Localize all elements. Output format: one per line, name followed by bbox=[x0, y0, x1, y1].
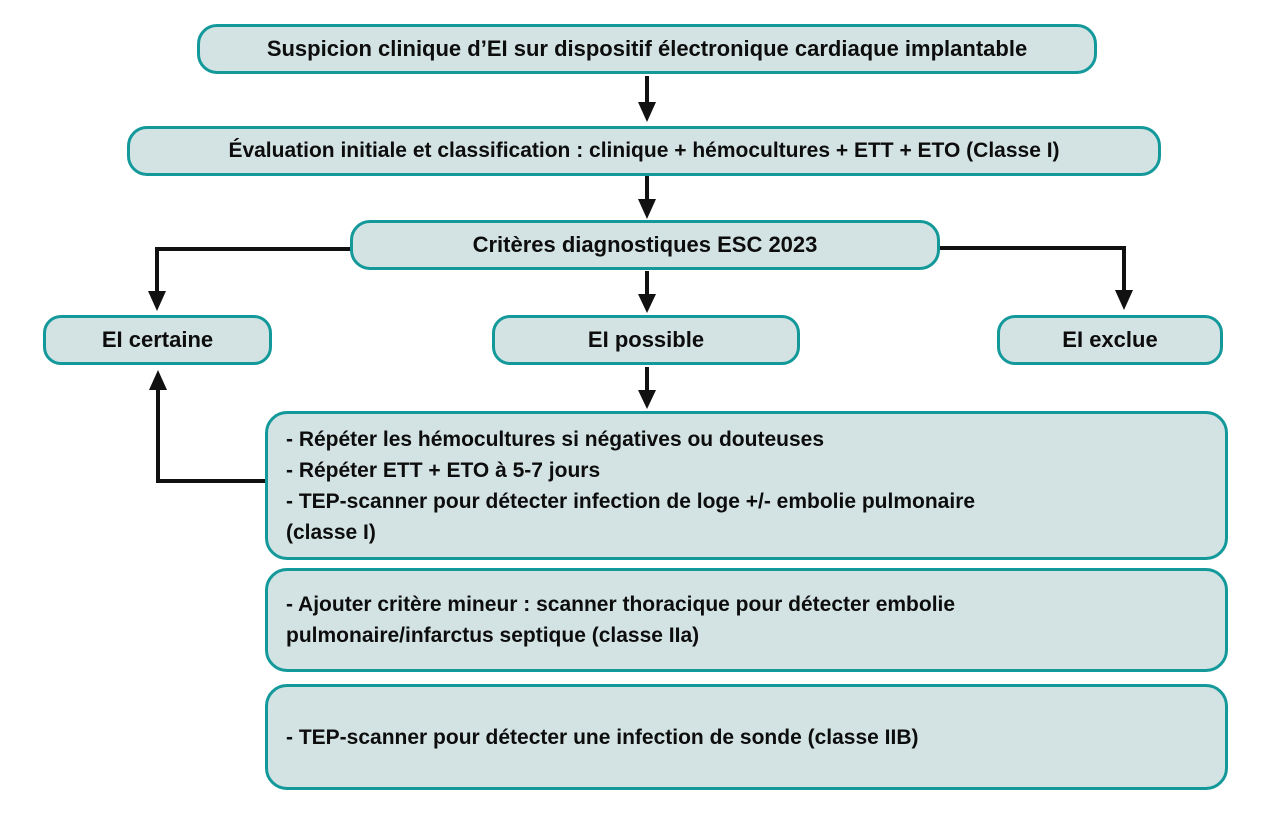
node-ei-possible-label: EI possible bbox=[587, 327, 705, 352]
arrow-possible-to-followup bbox=[638, 367, 656, 409]
node-suspicion-label: Suspicion clinique d’EI sur dispositif é… bbox=[266, 36, 1028, 61]
followup-line: - Répéter les hémocultures si négatives … bbox=[286, 427, 824, 451]
node-evaluation: Évaluation initiale et classification : … bbox=[127, 126, 1161, 176]
node-criteria: Critères diagnostiques ESC 2023 bbox=[350, 220, 940, 270]
node-evaluation-label: Évaluation initiale et classification : … bbox=[228, 139, 1060, 162]
node-ei-certaine: EI certaine bbox=[43, 315, 272, 365]
minor-criterion-line: pulmonaire/infarctus septique (classe II… bbox=[286, 624, 700, 647]
minor-criterion-line: - Ajouter critère mineur : scanner thora… bbox=[286, 593, 956, 616]
arrow-evaluation-to-criteria bbox=[638, 176, 656, 219]
node-ei-certaine-label: EI certaine bbox=[101, 327, 214, 352]
node-lead-infection: - TEP-scanner pour détecter une infectio… bbox=[265, 684, 1228, 790]
node-followup-possible: - Répéter les hémocultures si négatives … bbox=[265, 411, 1228, 560]
followup-line: - TEP-scanner pour détecter infection de… bbox=[286, 489, 976, 513]
node-minor-criterion: - Ajouter critère mineur : scanner thora… bbox=[265, 568, 1228, 672]
node-ei-exclue-label: EI exclue bbox=[1062, 327, 1158, 352]
node-ei-exclue: EI exclue bbox=[997, 315, 1223, 365]
arrow-followup-to-certaine bbox=[149, 370, 265, 483]
node-suspicion: Suspicion clinique d’EI sur dispositif é… bbox=[197, 24, 1097, 74]
arrow-suspicion-to-evaluation bbox=[638, 76, 656, 122]
followup-line: - Répéter ETT + ETO à 5-7 jours bbox=[286, 458, 601, 482]
node-ei-possible: EI possible bbox=[492, 315, 800, 365]
node-criteria-label: Critères diagnostiques ESC 2023 bbox=[472, 232, 818, 257]
lead-infection-line: - TEP-scanner pour détecter une infectio… bbox=[286, 725, 919, 749]
arrow-criteria-to-possible bbox=[638, 271, 656, 313]
arrow-criteria-to-exclue bbox=[940, 246, 1133, 310]
followup-line: (classe I) bbox=[286, 520, 376, 544]
arrow-criteria-to-certaine bbox=[148, 247, 350, 311]
